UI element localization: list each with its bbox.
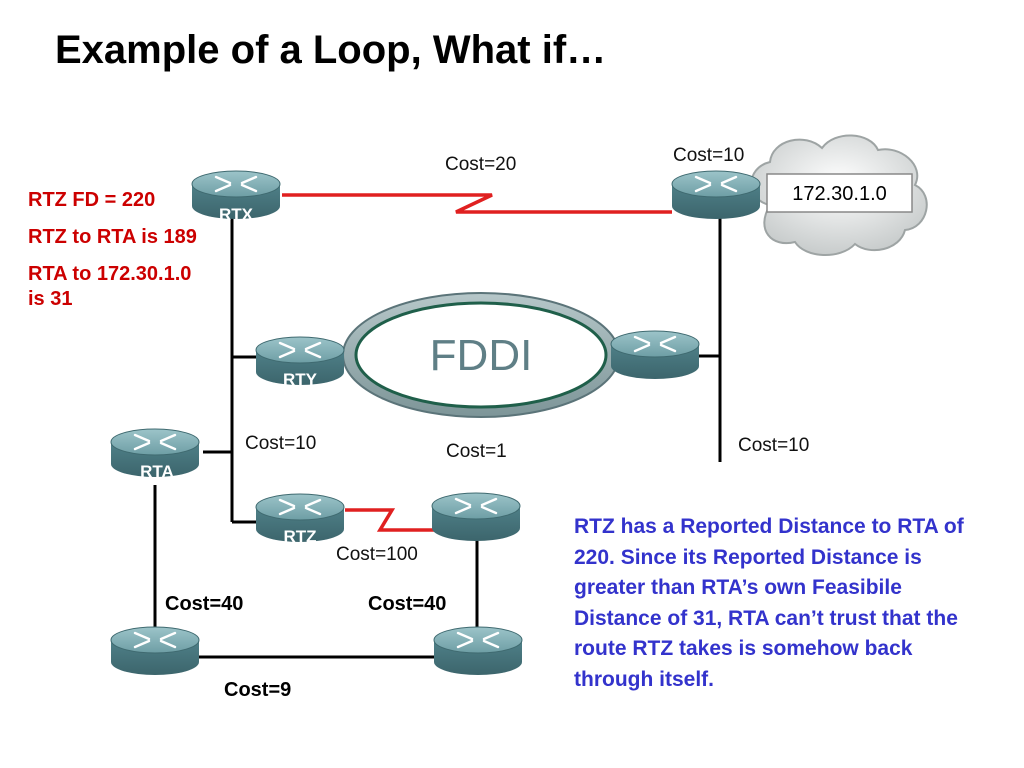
note-rtz-to-rta: RTZ to RTA is 189: [28, 226, 197, 248]
router-rtz: RTZ: [254, 492, 346, 546]
cost-fddi: Cost=1: [446, 441, 507, 462]
network-address: 172.30.1.0: [792, 183, 887, 205]
cost-bottom: Cost=9: [224, 679, 291, 701]
router-rty-label: RTY: [283, 370, 318, 389]
cost-net-router: Cost=10: [673, 145, 744, 166]
note-rta-to-net: RTA to 172.30.1.0 is 31: [28, 263, 192, 310]
router-middle-right-icon: [430, 491, 522, 543]
ethernet-links: [153, 200, 722, 659]
router-bottom-left-icon: [109, 625, 201, 677]
rtz-notes: RTZ FD = 220 RTZ to RTA is 189 RTA to 17…: [28, 188, 198, 324]
fddi-label: FDDI: [430, 331, 533, 380]
router-rtx-label: RTX: [219, 205, 254, 224]
network-address-box: [766, 173, 913, 213]
cost-left-vertical: Cost=40: [165, 593, 243, 615]
cost-rtz-serial: Cost=100: [336, 544, 418, 565]
slide-title: Example of a Loop, What if…: [55, 28, 607, 72]
cost-rty-segment: Cost=10: [245, 433, 316, 454]
router-fddi-right-icon: [609, 329, 701, 381]
note-rtz-fd: RTZ FD = 220: [28, 189, 156, 211]
cost-right-vertical: Cost=40: [368, 593, 446, 615]
cost-rtx-serial: Cost=20: [445, 154, 516, 175]
router-top-right-icon: [670, 169, 762, 221]
rtz-serial-link: [345, 508, 436, 532]
router-rty: RTY: [254, 335, 346, 389]
cost-right-segment: Cost=10: [738, 435, 809, 456]
fddi-ring: FDDI: [342, 292, 620, 418]
router-rta-label: RTA: [140, 462, 174, 481]
router-bottom-right-icon: [432, 625, 524, 677]
network-cloud: 172.30.1.0: [750, 134, 928, 257]
router-rtz-label: RTZ: [283, 527, 316, 546]
router-rtx: RTX: [190, 169, 282, 224]
rtx-serial-link: [282, 193, 672, 214]
router-rta: RTA: [109, 427, 201, 481]
explanation-text: RTZ has a Reported Distance to RTA of 22…: [574, 515, 964, 691]
serial-links: [282, 193, 672, 532]
